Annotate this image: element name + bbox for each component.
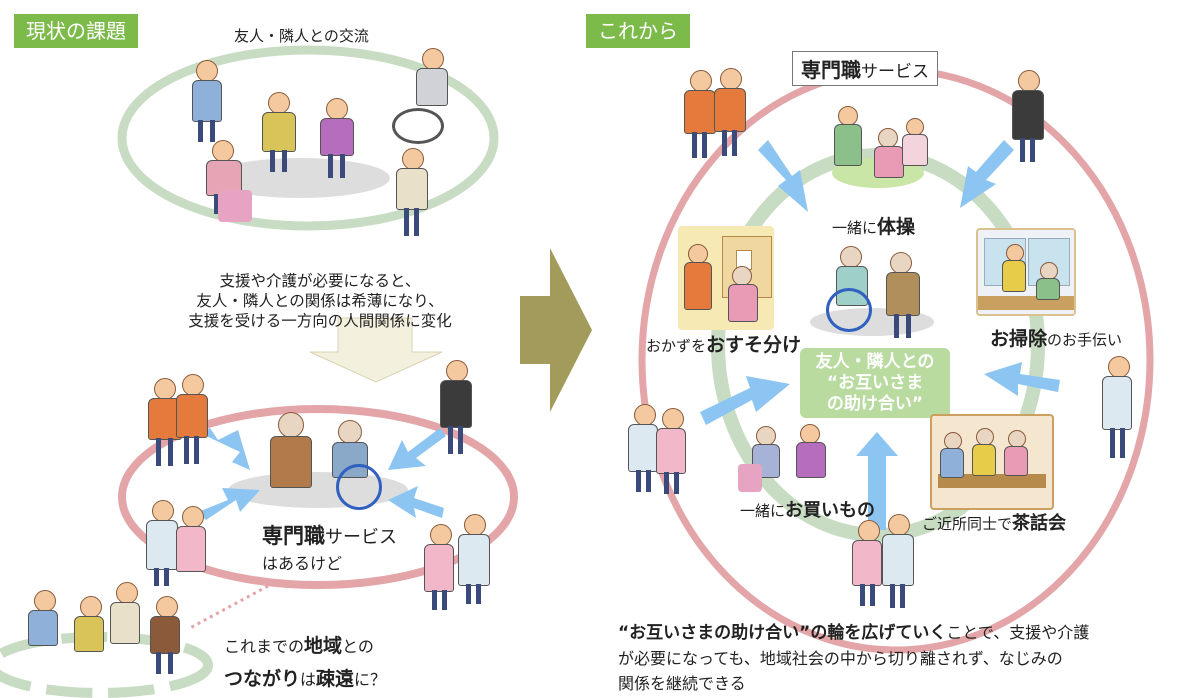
shopping-cart-icon xyxy=(218,190,252,222)
conclusion-bold: “お互いさまの助け合い”の輪を広げていく xyxy=(618,623,947,643)
food-sharing-label: おかずをおすそ分け xyxy=(646,330,801,357)
exercise-pre: 一緒に xyxy=(832,219,878,237)
isolation-line-2: つながりは疎遠に？ xyxy=(224,664,386,691)
service-rest: サービス xyxy=(325,527,397,548)
conclusion-text: “お互いさまの助け合い”の輪を広げていくことで、支援や介護 が必要になっても、地… xyxy=(618,620,1170,696)
friends-ring xyxy=(117,45,499,231)
clean-bold: お掃除 xyxy=(990,328,1048,350)
isolation-post: との xyxy=(342,637,374,656)
right-blue-arrow-ml xyxy=(700,376,790,425)
friends-ground-shadow xyxy=(210,158,390,198)
right-service-rest: サービス xyxy=(861,62,929,82)
tea-party-label: ご近所同士で茶話会 xyxy=(922,509,1066,535)
shopping-label: 一緒にお買いもの xyxy=(740,496,875,522)
current-issues-tag: 現状の課題 xyxy=(14,14,138,48)
friends-exchange-label: 友人・隣人との交流 xyxy=(234,27,369,45)
future-tag: これから xyxy=(586,14,690,48)
exercise-label: 一緒に体操 xyxy=(832,212,915,239)
change-line-3: 支援を受ける一方向の人間関係に変化 xyxy=(188,312,452,330)
big-transition-arrow xyxy=(520,248,592,412)
isolation-bold-region: 地域 xyxy=(304,635,343,657)
share-bold: おすそ分け xyxy=(706,334,802,356)
left-service-label: 専門職サービス xyxy=(262,520,397,550)
shopping-scene xyxy=(738,420,850,500)
right-blue-arrow-mr xyxy=(984,362,1060,396)
conclusion-line-3: 関係を継続できる xyxy=(618,674,746,693)
change-down-arrow xyxy=(309,317,443,383)
left-service-sub: はあるけど xyxy=(262,554,343,573)
shopping-pre: 一緒に xyxy=(740,502,786,520)
service-bold: 専門職 xyxy=(262,524,325,548)
share-pre: おかずを xyxy=(646,337,707,355)
left-blue-arrow-2 xyxy=(198,488,260,520)
mutual-line-3: の助け合い” xyxy=(826,394,924,414)
mutual-line-1: 友人・隣人との xyxy=(815,352,935,372)
change-description: 支援や介護が必要になると、 友人・隣人との関係は希薄になり、 支援を受ける一方向… xyxy=(170,271,470,331)
isolation-dotted-line xyxy=(189,584,269,630)
mutual-line-2: “お互いさま xyxy=(826,373,924,393)
conclusion-line-2: が必要になっても、地域社会の中から切り離されず、なじみの xyxy=(618,649,1063,668)
right-service-bold: 専門職 xyxy=(801,58,861,82)
food-sharing-scene xyxy=(678,226,774,330)
left-blue-arrow-1 xyxy=(200,428,250,470)
bicycle-icon xyxy=(392,108,444,144)
left-blue-arrow-4 xyxy=(388,486,444,518)
tea-party-scene xyxy=(930,414,1054,510)
isolation-bold-ties: つながり xyxy=(224,668,301,690)
conclusion-line-1: “お互いさまの助け合い”の輪を広げていくことで、支援や介護 xyxy=(618,620,1170,646)
right-service-box: 専門職サービス xyxy=(792,51,938,86)
right-blue-arrow-tl xyxy=(758,140,808,212)
change-line-2: 友人・隣人との関係は希薄になり、 xyxy=(196,292,444,310)
cleaning-label: お掃除のお手伝い xyxy=(990,324,1122,351)
clean-post: のお手伝い xyxy=(1047,331,1123,349)
tea-bold: 茶話会 xyxy=(1012,513,1067,534)
conclusion-rest: ことで、支援や介護 xyxy=(946,623,1090,642)
exercise-scene xyxy=(822,98,932,194)
right-blue-arrow-tr xyxy=(960,140,1014,208)
exercise-bold: 体操 xyxy=(877,216,916,238)
isolation-bold-distant: 疎遠 xyxy=(316,668,355,690)
service-ring xyxy=(118,405,518,589)
isolation-line-1: これまでの地域との xyxy=(224,631,374,658)
isolation-pre: これまでの xyxy=(224,637,305,656)
change-line-1: 支援や介護が必要になると、 xyxy=(219,272,421,290)
tea-pre: ご近所同士で xyxy=(922,515,1013,533)
cleaning-scene xyxy=(976,228,1076,316)
shopping-bold: お買いもの xyxy=(785,500,876,521)
mutual-help-badge: 友人・隣人との “お互いさま の助け合い” xyxy=(800,348,950,418)
isolation-mid: は xyxy=(300,670,317,689)
right-blue-arrow-bottom xyxy=(856,432,898,530)
isolation-end: に？ xyxy=(354,670,387,689)
left-blue-arrow-3 xyxy=(388,428,446,470)
